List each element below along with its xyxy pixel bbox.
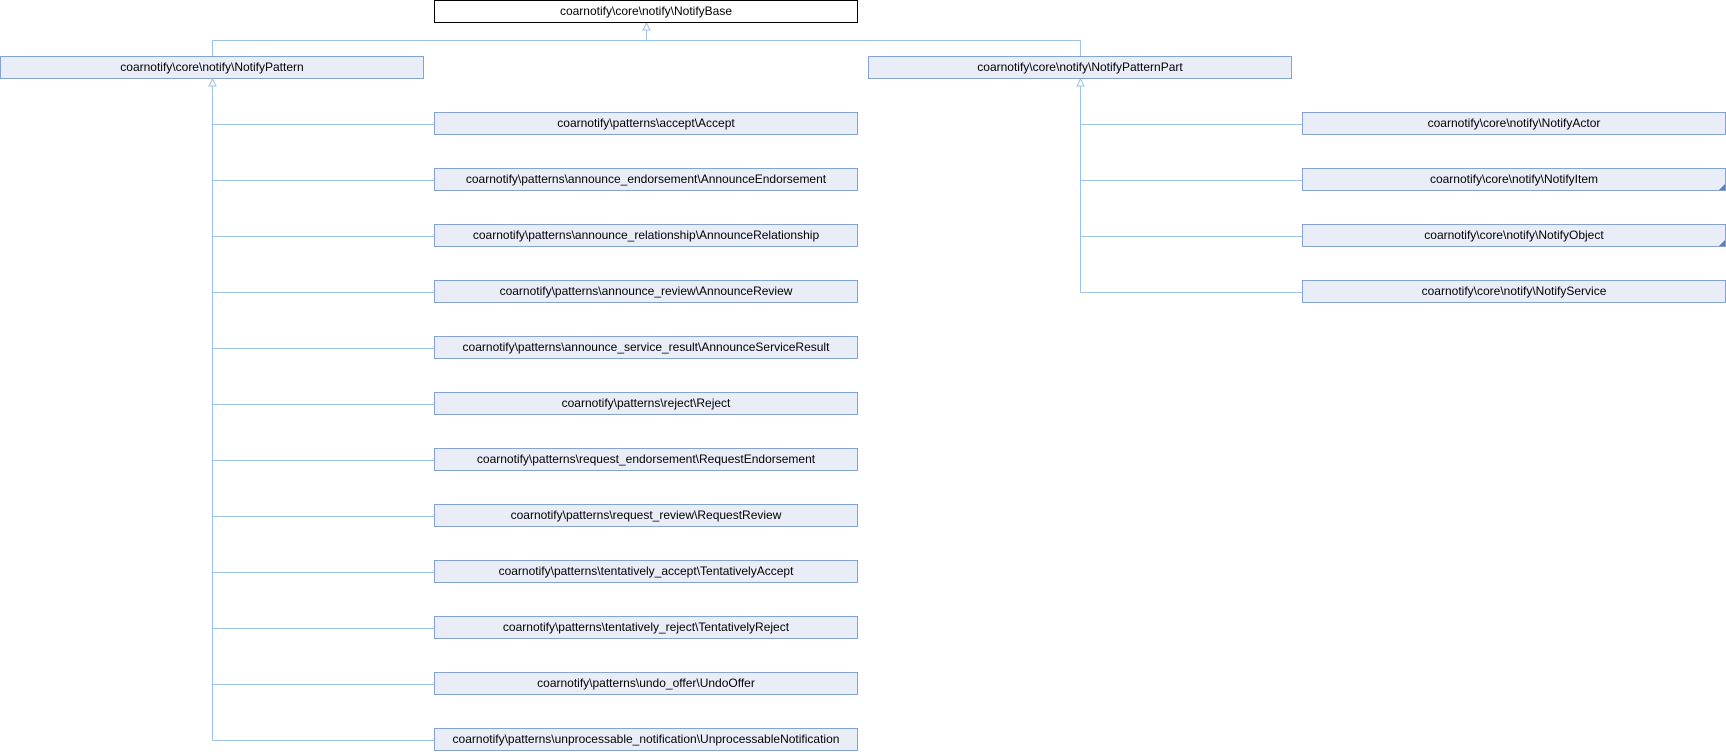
node-tentatively-accept[interactable]: coarnotify\patterns\tentatively_accept\T…: [434, 560, 858, 583]
node-accept[interactable]: coarnotify\patterns\accept\Accept: [434, 112, 858, 135]
node-undo-offer[interactable]: coarnotify\patterns\undo_offer\UndoOffer: [434, 672, 858, 695]
node-notify-object-label: coarnotify\core\notify\NotifyObject: [1424, 228, 1604, 242]
notify-pattern-arrow-head: [208, 77, 217, 87]
node-tentatively-reject[interactable]: coarnotify\patterns\tentatively_reject\T…: [434, 616, 858, 639]
node-request-endorsement[interactable]: coarnotify\patterns\request_endorsement\…: [434, 448, 858, 471]
node-announce-review[interactable]: coarnotify\patterns\announce_review\Anno…: [434, 280, 858, 303]
node-notify-object[interactable]: coarnotify\core\notify\NotifyObject: [1302, 224, 1726, 247]
root-arrow-head: [642, 21, 651, 31]
node-notify-pattern-part[interactable]: coarnotify\core\notify\NotifyPatternPart: [868, 56, 1292, 79]
node-announce-endorsement[interactable]: coarnotify\patterns\announce_endorsement…: [434, 168, 858, 191]
node-announce-relationship[interactable]: coarnotify\patterns\announce_relationshi…: [434, 224, 858, 247]
node-notify-service[interactable]: coarnotify\core\notify\NotifyService: [1302, 280, 1726, 303]
node-notify-actor[interactable]: coarnotify\core\notify\NotifyActor: [1302, 112, 1726, 135]
notify-pattern-part-arrow-head: [1076, 77, 1085, 87]
node-announce-service-result[interactable]: coarnotify\patterns\announce_service_res…: [434, 336, 858, 359]
node-notify-item[interactable]: coarnotify\core\notify\NotifyItem: [1302, 168, 1726, 191]
node-notify-base: coarnotify\core\notify\NotifyBase: [434, 0, 858, 23]
subclasses-fold-icon: [1719, 240, 1725, 246]
node-request-review[interactable]: coarnotify\patterns\request_review\Reque…: [434, 504, 858, 527]
node-reject[interactable]: coarnotify\patterns\reject\Reject: [434, 392, 858, 415]
subclasses-fold-icon: [1719, 184, 1725, 190]
node-notify-item-label: coarnotify\core\notify\NotifyItem: [1429, 172, 1599, 186]
node-unprocessable-notification[interactable]: coarnotify\patterns\unprocessable_notifi…: [434, 728, 858, 751]
node-notify-pattern[interactable]: coarnotify\core\notify\NotifyPattern: [0, 56, 424, 79]
